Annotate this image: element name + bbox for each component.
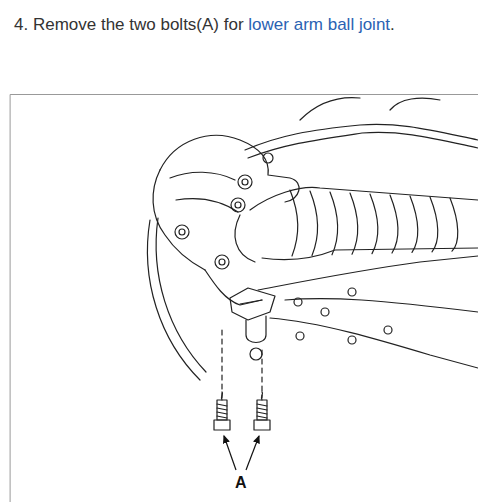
instruction-text: 4. Remove the two bolts(A) for — [14, 15, 244, 34]
callout-letter: A — [233, 474, 249, 492]
instruction-text: . — [390, 15, 395, 34]
link-text: lower arm ball joint — [248, 15, 390, 34]
step-instruction: 4. Remove the two bolts(A) forlower arm … — [14, 14, 474, 36]
